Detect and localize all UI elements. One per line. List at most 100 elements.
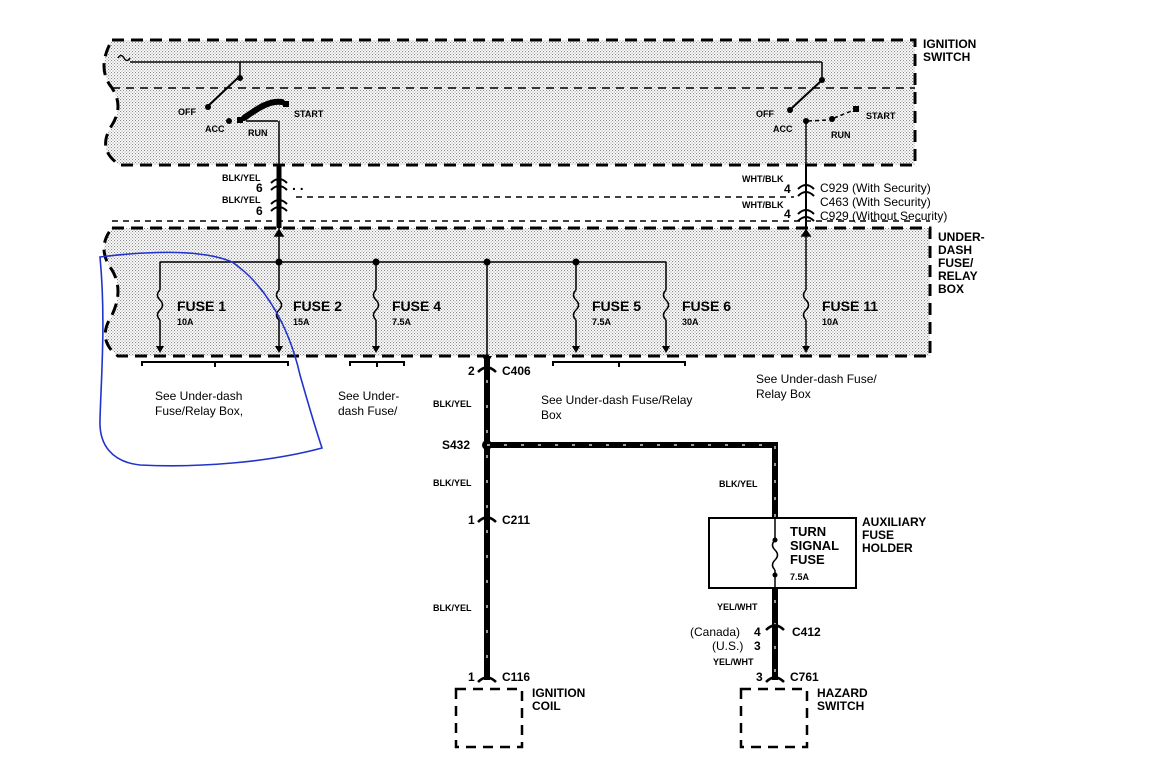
right-switch-run-label: RUN <box>831 130 851 140</box>
fuse-5: FUSE 5 7.5A <box>572 289 641 353</box>
ignition-coil-component: IGNITION COIL <box>454 686 585 749</box>
fuse-5-name: FUSE 5 <box>592 298 641 314</box>
note-fuse-4-line-1: See Under- <box>338 389 399 403</box>
c412-pin-us: 3 <box>754 639 761 653</box>
connector-dots: . . <box>292 177 304 193</box>
c211-pin: 1 <box>468 513 475 527</box>
connector-c211-label: C211 <box>502 513 530 527</box>
c761-pin: 3 <box>756 670 763 684</box>
fuse-5-rating: 7.5A <box>592 317 612 327</box>
fuse-1: FUSE 1 10A <box>156 289 226 353</box>
left-switch-off-label: OFF <box>178 107 196 117</box>
fuse-4: FUSE 4 7.5A <box>372 289 441 353</box>
wire-label-blk-yel-lower: BLK/YEL <box>222 195 261 205</box>
pin-six-lower: 6 <box>256 204 263 218</box>
note-fuse-11-line-2: Relay Box <box>756 387 811 401</box>
under-dash-fuse-box <box>102 226 932 358</box>
left-switch-run-label: RUN <box>248 128 268 138</box>
fuse-4-name: FUSE 4 <box>392 298 441 314</box>
wire-label-yel-wht-lower: YEL/WHT <box>713 657 754 667</box>
wire-label-blk-yel-branch: BLK/YEL <box>719 479 758 489</box>
fuse-bus <box>159 228 812 356</box>
connector-symbol <box>477 516 497 523</box>
under-dash-box-label: UNDER- DASH FUSE/ RELAY BOX <box>938 230 985 296</box>
wire-label-blk-yel-s432: BLK/YEL <box>433 478 472 488</box>
right-switch-acc-label: ACC <box>773 124 793 134</box>
ignition-coil-label-2: COIL <box>532 699 561 713</box>
fuse-icon <box>156 289 164 321</box>
fuse-icon <box>372 289 380 321</box>
wire-label-wht-blk-lower: WHT/BLK <box>742 200 784 210</box>
aux-fuse-holder-box <box>708 517 857 589</box>
under-dash-label-5: BOX <box>938 282 964 296</box>
fuse-icon <box>275 289 283 321</box>
note-fuse-4-line-2: dash Fuse/ <box>338 404 398 418</box>
fuse-2-name: FUSE 2 <box>293 298 342 314</box>
ignition-switch-label-2: SWITCH <box>923 50 970 64</box>
fuse-11: FUSE 11 10A <box>802 289 878 353</box>
pin-six-top: 6 <box>256 181 263 195</box>
fuse-11-name: FUSE 11 <box>822 298 878 314</box>
left-switch-start-label: START <box>294 109 324 119</box>
connector-symbol <box>797 184 815 190</box>
left-ignition-switch: OFF ACC RUN START <box>178 75 324 138</box>
connector-c406-label: C406 <box>502 364 531 378</box>
fuse-icon <box>802 289 810 321</box>
turn-signal-fuse-label-1: TURN <box>790 524 826 539</box>
wire-label-blk-yel-top: BLK/YEL <box>222 173 261 183</box>
hazard-switch-component: HAZARD SWITCH <box>739 686 868 749</box>
connector-c463-with-security: C463 (With Security) <box>820 195 931 209</box>
fuse-2: FUSE 2 15A <box>275 289 342 353</box>
connector-symbol <box>797 209 815 215</box>
connector-symbol <box>270 178 288 184</box>
connector-c929-with-security: C929 (With Security) <box>820 181 931 195</box>
fuse-1-rating: 10A <box>177 317 194 327</box>
fuse-icon <box>662 289 670 321</box>
under-dash-label-2: DASH <box>938 243 972 257</box>
note-fuse-4: See Under- dash Fuse/ <box>338 389 399 418</box>
note-fuse-1-2-line-2: Fuse/Relay Box, <box>155 404 243 418</box>
note-fuse-5-6-line-1: See Under-dash Fuse/Relay <box>541 393 692 407</box>
connector-symbol <box>477 366 497 373</box>
connector-symbol <box>270 199 288 205</box>
hazard-switch-label-2: SWITCH <box>817 699 864 713</box>
wire-label-blk-yel-c406: BLK/YEL <box>433 399 472 409</box>
fuse-6-rating: 30A <box>682 317 699 327</box>
connector-symbol <box>270 206 288 212</box>
pin-four-top: 4 <box>784 182 791 196</box>
aux-fuse-holder-label-2: FUSE <box>862 528 894 542</box>
pin-four-lower: 4 <box>784 207 791 221</box>
turn-signal-fuse-label-2: SIGNAL <box>790 538 839 553</box>
hazard-switch-label-1: HAZARD <box>817 686 868 700</box>
turn-signal-fuse-rating: 7.5A <box>790 572 810 582</box>
splice-s432-label: S432 <box>442 438 470 452</box>
c116-pin: 1 <box>468 670 475 684</box>
under-dash-label-1: UNDER- <box>938 230 985 244</box>
aux-fuse-holder-label-1: AUXILIARY <box>862 515 926 529</box>
variant-us: (U.S.) <box>712 639 743 653</box>
switch-output-wires <box>278 121 807 170</box>
right-switch-off-label: OFF <box>756 109 774 119</box>
note-fuse-5-6: See Under-dash Fuse/Relay Box <box>541 393 692 422</box>
fuse-icon <box>771 539 779 571</box>
bus-junctions <box>275 258 580 266</box>
connector-symbol <box>797 216 815 222</box>
fuse-2-rating: 15A <box>293 317 310 327</box>
connector-c929-without-security: C929 (Without Security) <box>820 209 947 223</box>
fuse-6: FUSE 6 30A <box>662 289 731 353</box>
right-switch-start-label: START <box>866 111 896 121</box>
fuse-icon <box>572 289 580 321</box>
wire-label-wht-blk-top: WHT/BLK <box>742 174 784 184</box>
fuse-4-rating: 7.5A <box>392 317 412 327</box>
note-fuse-1-2-line-1: See Under-dash <box>155 389 242 403</box>
connector-c412-label: C412 <box>792 625 821 639</box>
fuse-6-name: FUSE 6 <box>682 298 731 314</box>
connector-symbol <box>797 191 815 197</box>
note-fuse-11: See Under-dash Fuse/ Relay Box <box>756 372 877 401</box>
variant-canada: (Canada) <box>690 625 740 639</box>
right-ignition-switch: OFF ACC RUN START <box>756 77 896 140</box>
note-fuse-11-line-1: See Under-dash Fuse/ <box>756 372 877 386</box>
note-fuse-1-2: See Under-dash Fuse/Relay Box, <box>155 389 243 418</box>
